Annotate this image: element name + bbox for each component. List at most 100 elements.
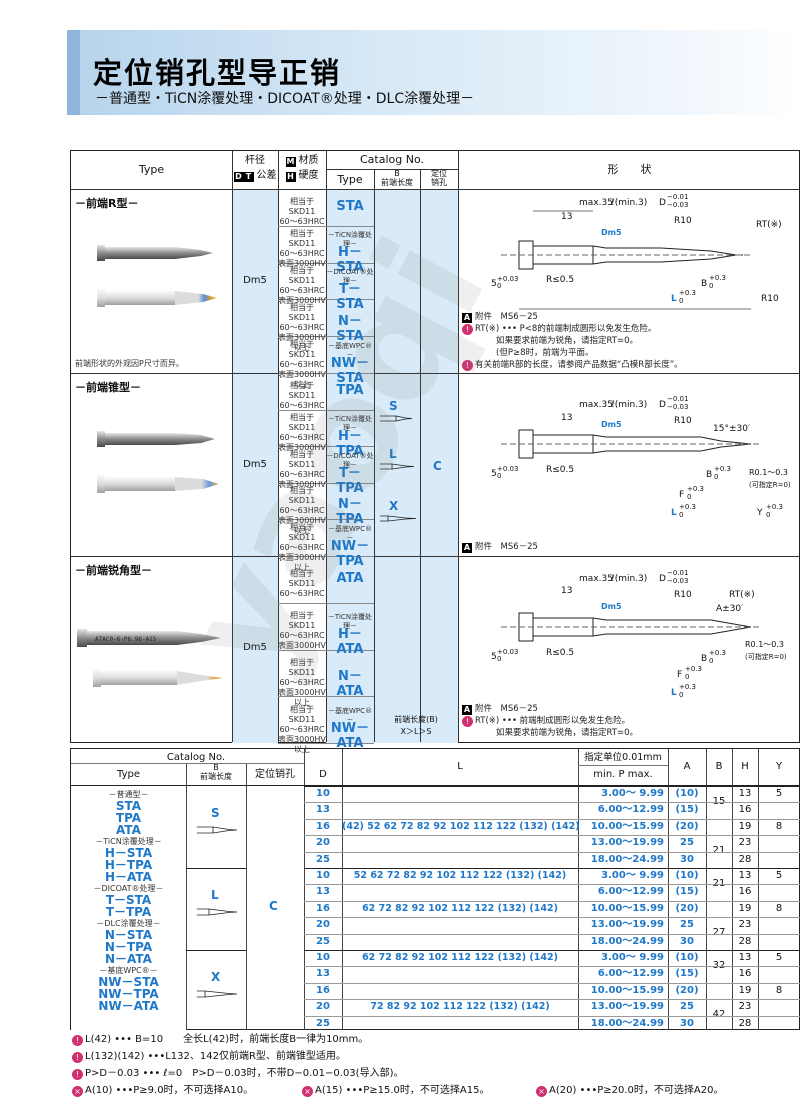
hline [71, 189, 799, 190]
type-category: －基底WPC®－ [99, 966, 158, 975]
svg-text:R10: R10 [674, 590, 692, 600]
svg-text:0: 0 [497, 472, 501, 480]
type-code: N－ATA [336, 668, 364, 699]
caption-r: 前端形状的外观因P尺寸而异。 [75, 359, 184, 368]
type-code: T－STA [336, 282, 364, 312]
h-value: 23 [738, 1001, 752, 1013]
material-line: 相当于SKD11 [288, 266, 316, 285]
h-value: 19 [738, 902, 752, 914]
t-icon: T [243, 172, 254, 182]
type-code: TPA [115, 811, 142, 825]
svg-text:R10: R10 [674, 416, 692, 426]
blen-x: X [389, 499, 399, 513]
d-value: 10 [316, 870, 330, 881]
row-line [304, 835, 800, 837]
type-code: TPA [336, 383, 364, 399]
row-line [304, 818, 800, 820]
drawing-r: max.35 ℓ(min.3) D −0.01 −0.03 R10 RT(※) … [491, 193, 782, 310]
row-divider [278, 225, 374, 227]
type-code: N－ATA [105, 952, 152, 966]
svg-text:0: 0 [679, 511, 683, 519]
h-value: 16 [738, 968, 752, 980]
hdr-shape: 形 状 [607, 163, 652, 176]
material-line: 表面3000HV以上 [278, 734, 326, 754]
header-accent-tab [67, 30, 80, 115]
drawing-taper: max.35 ℓ(min.3) D −0.01 −0.03 R10 15°±30… [491, 395, 791, 519]
type-code: ATA [116, 823, 141, 837]
l-values: 62 72 82 92 102 112 122 (132) (142) [362, 902, 558, 914]
material-line: 表面3000HV [278, 479, 326, 489]
l-values: 62 72 82 92 102 112 122 (132) (142) [362, 952, 558, 963]
svg-text:−0.03: −0.03 [667, 577, 688, 585]
d-value: 25 [316, 935, 330, 947]
h-value: 23 [738, 919, 752, 931]
row-divider [278, 482, 374, 484]
svg-text:+0.3: +0.3 [766, 503, 783, 511]
d-value: 13 [316, 804, 330, 816]
svg-text:−0.01: −0.01 [667, 569, 688, 577]
blen-letter: S [211, 806, 220, 820]
type-code: N－STA [104, 928, 153, 942]
row-line [304, 802, 800, 804]
material-line: 60～63HRC [279, 286, 325, 295]
b-value: 15 [712, 796, 726, 808]
svg-text:15°±30′: 15°±30′ [713, 424, 750, 434]
p-range: 13.00～19.99 [590, 919, 664, 931]
prohibit-icon: × [72, 1086, 83, 1097]
d-value: 16 [316, 902, 330, 914]
svg-text:Dm5: Dm5 [601, 420, 622, 429]
svg-text:(可指定R=0): (可指定R=0) [749, 480, 791, 489]
type-code: H－TPA [336, 428, 364, 459]
p-range: 6.00～12.99 [597, 886, 664, 898]
svg-text:0: 0 [709, 657, 713, 665]
svg-text:max.35: max.35 [579, 198, 613, 208]
p-range: 13.00～19.99 [590, 837, 664, 849]
svg-text:5: 5 [491, 652, 497, 662]
m-icon: M [285, 157, 296, 167]
svg-text:+0.3: +0.3 [679, 503, 696, 511]
h-value: 28 [738, 853, 752, 865]
row-divider [278, 556, 374, 557]
material-line: 表面3000HV [278, 442, 326, 452]
type-prefix: －基底WPC®－ [327, 524, 373, 542]
note-icon: ! [72, 1052, 83, 1063]
d-value: 16 [316, 820, 330, 832]
attachment-icon: A [462, 313, 472, 323]
a-value: 25 [680, 919, 694, 931]
b-note-2: X＞L＞S [400, 727, 432, 736]
p-range: 3.00～ 9.99 [601, 952, 664, 963]
type-code: NW－STA [330, 355, 370, 386]
vline [374, 169, 375, 742]
type-code: STA [115, 799, 142, 813]
type-code: NW－ATA [330, 720, 370, 751]
a-value: (20) [675, 820, 699, 832]
material-line: 60～63HRC [279, 249, 325, 259]
attachment-icon: A [462, 705, 472, 715]
b-value: 32 [712, 960, 726, 972]
row-divider [278, 409, 374, 411]
y-value: 8 [775, 902, 783, 914]
svg-text:B: B [706, 470, 712, 480]
bt-hdr-catalog: Catalog No. [166, 752, 226, 763]
row-divider [278, 262, 374, 264]
note-icon: ! [462, 716, 473, 727]
a-value: (15) [675, 804, 699, 816]
note-icon: ! [462, 360, 473, 371]
section-label-sharp: －前端锐角型－ [75, 564, 152, 577]
type-code: H－TPA [104, 858, 153, 872]
bt-hdr-h: H [741, 761, 749, 772]
row-line [304, 900, 800, 902]
type-code: NW－TPA [330, 538, 370, 569]
bt-hdr-y: Y [775, 761, 783, 772]
note-icon: ! [462, 324, 473, 335]
svg-text:0: 0 [497, 655, 501, 663]
a-value: (15) [675, 886, 699, 898]
